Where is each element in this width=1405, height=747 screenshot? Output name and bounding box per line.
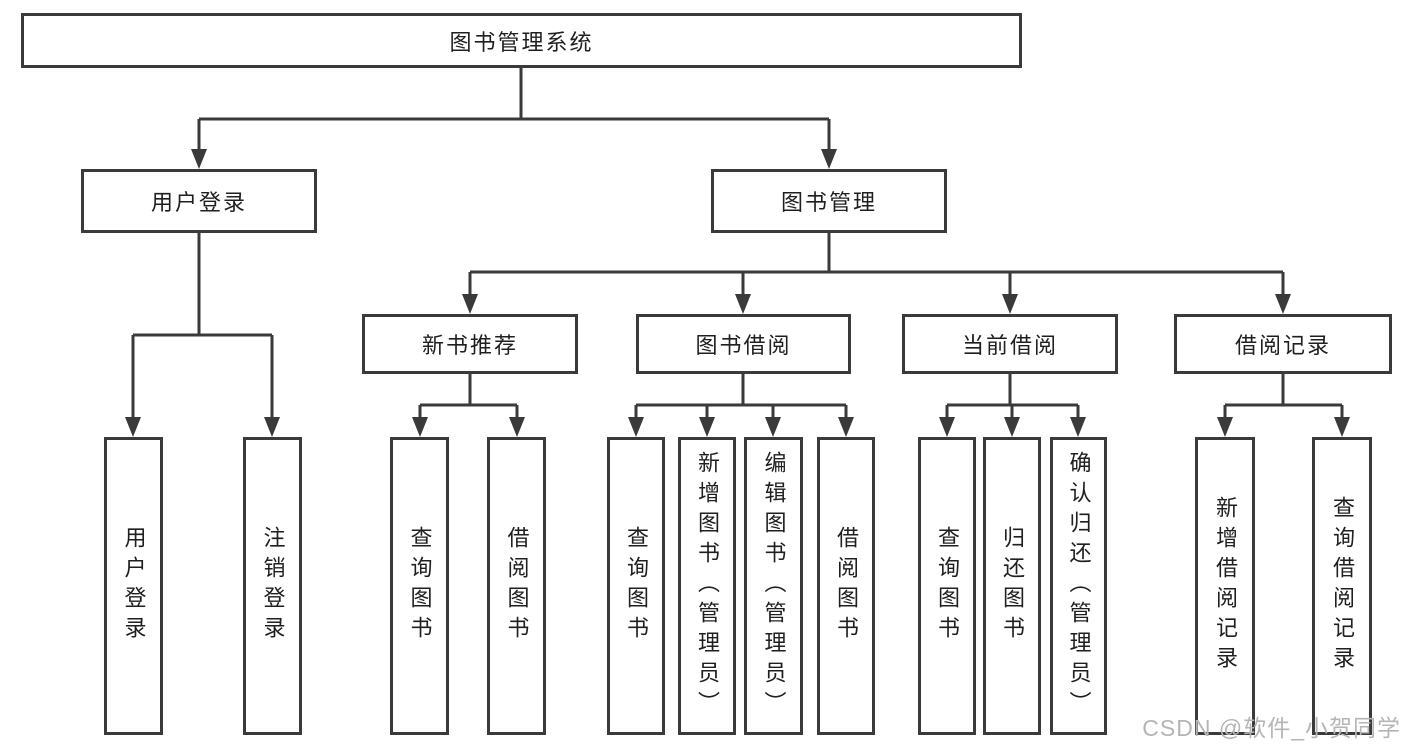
node-label: 当前借阅	[961, 333, 1058, 358]
node-system: 图书管理系统	[21, 13, 1022, 68]
leaf-borrow-add-book-admin: 新增图书（管理员）	[678, 437, 736, 735]
leaf-borrow-edit-book-admin: 编辑图书（管理员）	[744, 437, 803, 735]
node-new-book-recommend: 新书推荐	[362, 314, 578, 374]
node-label: 用户登录	[121, 526, 147, 646]
node-label: 注销登录	[260, 526, 286, 646]
node-label: 确认归还（管理员）	[1066, 451, 1092, 721]
node-user-login: 用户登录	[81, 169, 317, 233]
leaf-recommend-borrow-book: 借阅图书	[487, 437, 546, 735]
node-label: 编辑图书（管理员）	[761, 451, 787, 721]
node-label: 新书推荐	[421, 333, 518, 358]
node-label: 查询图书	[407, 526, 433, 646]
leaf-recommend-query-book: 查询图书	[390, 437, 449, 735]
node-label: 借阅图书	[504, 526, 530, 646]
node-label: 图书管理系统	[449, 29, 594, 55]
node-borrowing-records: 借阅记录	[1174, 314, 1392, 374]
node-label: 图书借阅	[695, 333, 792, 358]
node-label: 新增借阅记录	[1213, 496, 1238, 676]
leaf-current-return-book: 归还图书	[983, 437, 1041, 735]
leaf-borrow-borrow-book: 借阅图书	[817, 437, 875, 735]
node-book-borrowing: 图书借阅	[636, 314, 851, 374]
node-label: 借阅图书	[834, 526, 859, 646]
csdn-watermark: CSDN @软件_小贺同学	[1142, 715, 1401, 741]
node-label: 查询图书	[935, 526, 960, 646]
leaf-user-login: 用户登录	[104, 437, 163, 735]
arrowhead-icons	[125, 149, 1350, 437]
leaf-logout: 注销登录	[243, 437, 302, 735]
leaf-current-query-book: 查询图书	[918, 437, 976, 735]
node-current-borrowing: 当前借阅	[902, 314, 1118, 374]
node-label: 查询借阅记录	[1330, 496, 1355, 676]
node-book-management: 图书管理	[711, 169, 947, 233]
node-label: 用户登录	[150, 190, 247, 215]
leaf-current-confirm-return-admin: 确认归还（管理员）	[1050, 437, 1107, 735]
node-label: 归还图书	[1000, 526, 1025, 646]
leaf-records-add-record: 新增借阅记录	[1195, 437, 1255, 735]
node-label: 查询图书	[624, 526, 649, 646]
leaf-borrow-query-book: 查询图书	[607, 437, 665, 735]
node-label: 新增图书（管理员）	[695, 451, 720, 721]
node-label: 借阅记录	[1234, 333, 1331, 358]
node-label: 图书管理	[780, 190, 877, 215]
leaf-records-query-record: 查询借阅记录	[1312, 437, 1372, 735]
